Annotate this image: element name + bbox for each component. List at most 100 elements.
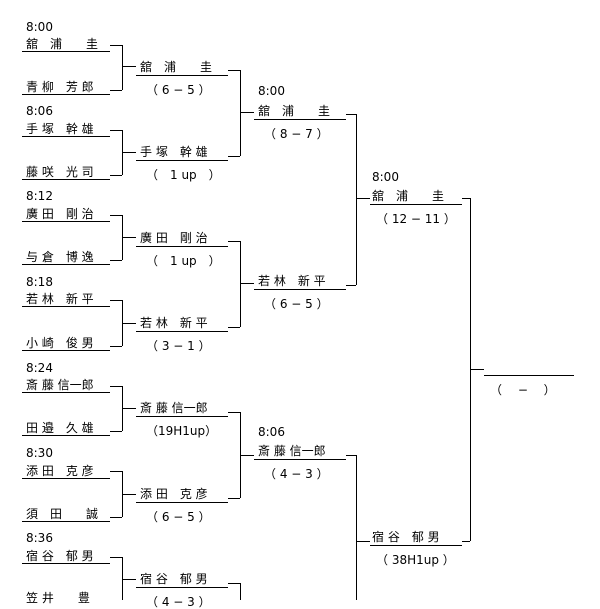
player-name: 須 田 誠 <box>26 507 99 521</box>
bracket-line <box>136 502 228 503</box>
bracket-line <box>470 369 484 370</box>
match-time: 8:36 <box>26 531 53 545</box>
bracket-line <box>462 198 470 199</box>
match-score: （ 6 − 5 ） <box>146 83 211 97</box>
bracket-line <box>22 179 110 180</box>
bracket-line <box>136 416 228 417</box>
bracket-line <box>136 246 228 247</box>
player-name: 宿 谷 郁 男 <box>26 549 94 563</box>
winner-name: 若 林 新 平 <box>258 274 326 288</box>
match-time: 8:18 <box>26 275 53 289</box>
bracket-line <box>110 45 122 46</box>
match-score: （ 6 − 5 ） <box>146 510 211 524</box>
bracket-line <box>110 175 122 176</box>
bracket-line <box>136 331 228 332</box>
bracket-line <box>122 66 136 67</box>
bracket-line <box>110 215 122 216</box>
winner-name: 舘 浦 圭 <box>140 60 213 74</box>
player-name: 舘 浦 圭 <box>26 37 99 51</box>
bracket-line <box>240 283 254 284</box>
match-score: （ 3 − 1 ） <box>146 339 211 353</box>
bracket-line <box>346 285 356 286</box>
bracket-connector <box>356 455 357 600</box>
bracket-line <box>228 412 240 413</box>
bracket-line <box>22 221 110 222</box>
bracket-line <box>22 264 110 265</box>
winner-name: 宿 谷 郁 男 <box>372 530 440 544</box>
bracket-line <box>110 386 122 387</box>
bracket-line <box>110 300 122 301</box>
bracket-line <box>22 563 110 564</box>
match-time: 8:00 <box>258 84 285 98</box>
match-time: 8:06 <box>258 425 285 439</box>
winner-name: 若 林 新 平 <box>140 316 208 330</box>
match-time: 8:30 <box>26 446 53 460</box>
bracket-line <box>228 70 240 71</box>
match-time: 8:00 <box>372 170 399 184</box>
bracket-line <box>110 431 122 432</box>
bracket-line <box>370 204 462 205</box>
player-name: 斎 藤 信一郎 <box>26 378 94 392</box>
match-time: 8:24 <box>26 361 53 375</box>
winner-name: 添 田 克 彦 <box>140 487 208 501</box>
bracket-line <box>136 160 228 161</box>
bracket-line <box>370 545 462 546</box>
player-name: 廣 田 剛 治 <box>26 207 94 221</box>
winner-name: 斎 藤 信一郎 <box>258 444 326 458</box>
bracket-line <box>110 346 122 347</box>
winner-name: 宿 谷 郁 男 <box>140 572 208 586</box>
match-score: （ 12 − 11 ） <box>376 212 456 226</box>
player-name: 小 崎 俊 男 <box>26 336 94 350</box>
match-score: （ 4 − 3 ） <box>264 467 329 481</box>
bracket-line <box>22 521 110 522</box>
player-name: 手 塚 幹 雄 <box>26 122 94 136</box>
bracket-line <box>228 498 240 499</box>
match-time: 8:00 <box>26 20 53 34</box>
bracket-line <box>122 323 136 324</box>
bracket-line <box>254 119 346 120</box>
winner-name: 手 塚 幹 雄 <box>140 145 208 159</box>
bracket-line <box>484 375 574 376</box>
player-name: 田 邉 久 雄 <box>26 421 94 435</box>
bracket-line <box>122 408 136 409</box>
bracket-line <box>240 455 254 456</box>
bracket-line <box>346 114 356 115</box>
bracket-line <box>356 541 370 542</box>
winner-name: 舘 浦 圭 <box>258 104 331 118</box>
player-name: 藤 咲 光 司 <box>26 165 94 179</box>
match-score: （ 6 − 5 ） <box>264 297 329 311</box>
bracket-connector <box>240 241 241 327</box>
bracket-line <box>254 459 346 460</box>
bracket-line <box>110 517 122 518</box>
match-time: 8:06 <box>26 104 53 118</box>
winner-name: 斎 藤 信一郎 <box>140 401 208 415</box>
bracket-connector <box>122 557 123 600</box>
bracket-line <box>22 306 110 307</box>
bracket-line <box>110 90 122 91</box>
final-score: （ − ） <box>490 383 556 397</box>
player-name: 若 林 新 平 <box>26 292 94 306</box>
bracket-line <box>22 51 110 52</box>
bracket-line <box>240 112 254 113</box>
bracket-connector <box>122 45 123 90</box>
match-score: （ 4 − 3 ） <box>146 595 211 609</box>
bracket-line <box>22 392 110 393</box>
player-name: 添 田 克 彦 <box>26 464 94 478</box>
bracket-connector <box>356 114 357 285</box>
bracket-line <box>356 198 370 199</box>
bracket-connector <box>240 583 241 600</box>
bracket-line <box>228 327 240 328</box>
bracket-line <box>462 541 470 542</box>
bracket-line <box>22 136 110 137</box>
bracket-line <box>110 260 122 261</box>
match-time: 8:12 <box>26 189 53 203</box>
bracket-line <box>228 156 240 157</box>
bracket-line <box>136 587 228 588</box>
bracket-line <box>254 289 346 290</box>
bracket-line <box>22 478 110 479</box>
bracket-line <box>110 471 122 472</box>
match-score: （19H1up） <box>146 424 218 438</box>
bracket-line <box>122 579 136 580</box>
bracket-line <box>228 241 240 242</box>
